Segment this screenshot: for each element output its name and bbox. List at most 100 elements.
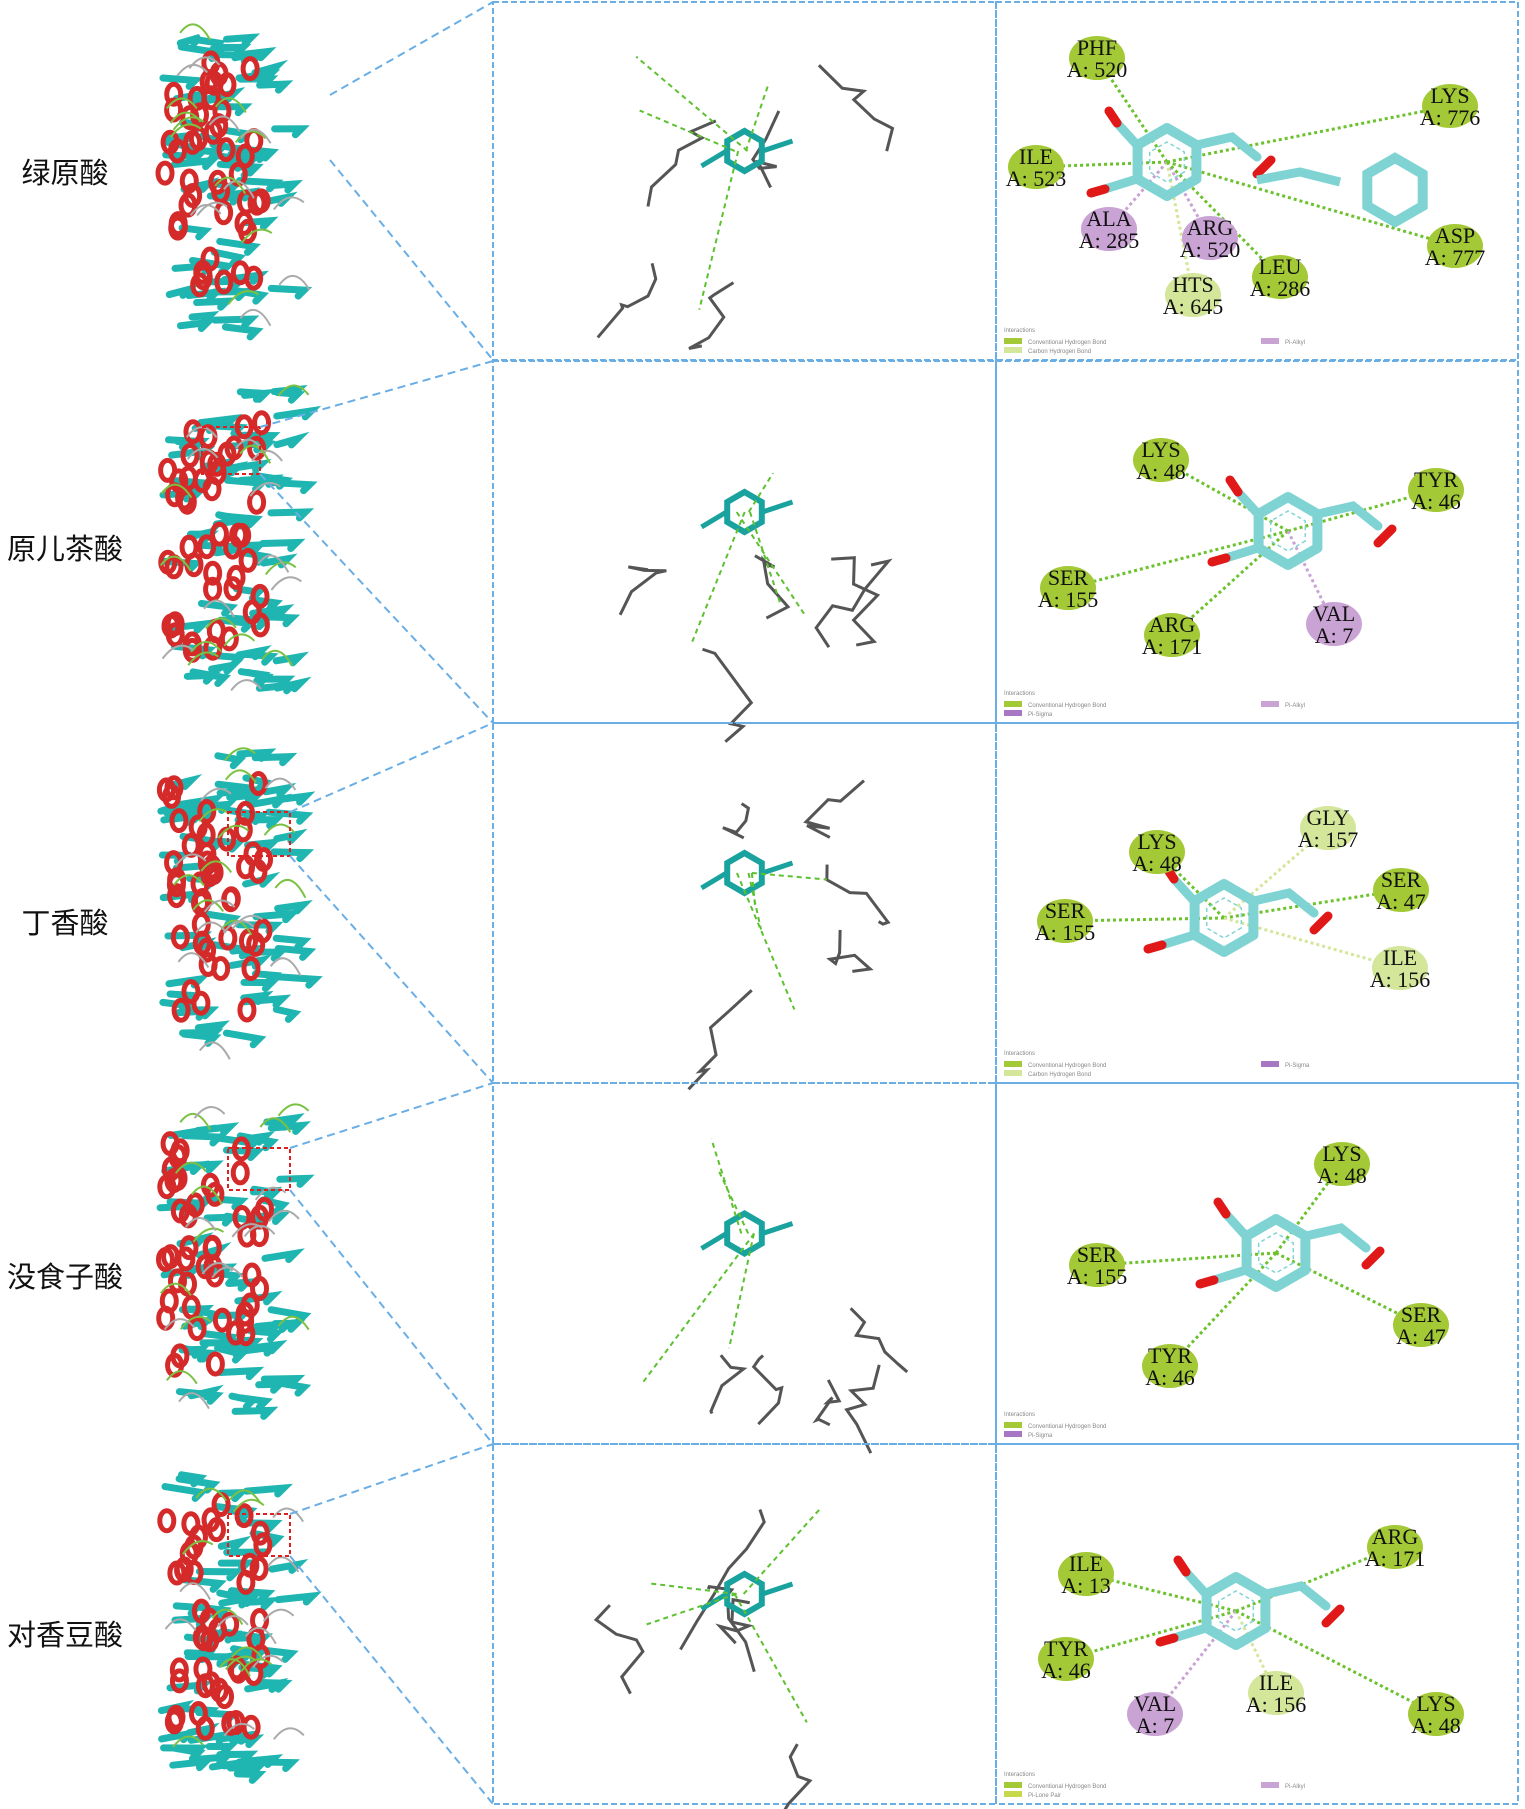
coil bbox=[179, 1315, 212, 1330]
beta-sheet bbox=[176, 1232, 214, 1248]
residue-ellipse bbox=[1165, 273, 1221, 317]
zoom-connector-line bbox=[289, 722, 494, 813]
residue-ellipse bbox=[1182, 216, 1238, 260]
residue-chain-number: A: 520 bbox=[1067, 57, 1128, 82]
beta-sheet bbox=[171, 1744, 206, 1762]
coil bbox=[227, 290, 259, 305]
alpha-helix bbox=[230, 1160, 250, 1186]
alpha-helix bbox=[155, 1246, 175, 1272]
residue-chain-number: A: 157 bbox=[1298, 827, 1359, 852]
alpha-helix bbox=[250, 1275, 270, 1301]
coil bbox=[166, 1370, 198, 1385]
beta-sheet bbox=[242, 216, 279, 231]
alpha-helix bbox=[248, 771, 268, 797]
coil bbox=[174, 1161, 207, 1174]
coil bbox=[177, 952, 210, 969]
coil bbox=[179, 1582, 211, 1600]
interaction-2d-panel bbox=[995, 1443, 1519, 1805]
alpha-helix bbox=[214, 200, 234, 226]
beta-sheet bbox=[235, 645, 272, 661]
residue-chain-number: A: 48 bbox=[1136, 459, 1186, 484]
beta-sheet bbox=[274, 900, 313, 915]
beta-sheet bbox=[216, 1750, 259, 1764]
legend-title: Interactions bbox=[1004, 1051, 1035, 1057]
coil bbox=[182, 1540, 214, 1555]
beta-sheet bbox=[270, 1378, 312, 1397]
residue-chain-number: A: 47 bbox=[1396, 1324, 1446, 1349]
residue-stick bbox=[803, 779, 865, 839]
beta-sheet bbox=[271, 179, 303, 194]
residue-name: TYR bbox=[1414, 467, 1458, 492]
zoom-connector-line bbox=[329, 159, 494, 361]
coil bbox=[172, 116, 205, 131]
residue-chain-number: A: 156 bbox=[1370, 967, 1431, 992]
coil bbox=[195, 921, 227, 934]
coil bbox=[195, 1487, 227, 1502]
beta-sheet bbox=[196, 36, 227, 53]
binding-site-box bbox=[227, 1513, 291, 1557]
beta-sheet bbox=[244, 668, 274, 686]
alpha-helix bbox=[188, 814, 208, 840]
zoom-connector-line bbox=[289, 1555, 494, 1805]
beta-sheet bbox=[179, 1028, 224, 1042]
coil bbox=[277, 1103, 310, 1117]
beta-sheet bbox=[161, 1483, 209, 1502]
interaction-line bbox=[1067, 529, 1289, 590]
beta-sheet bbox=[273, 389, 306, 404]
coil bbox=[230, 679, 262, 692]
legend-swatch bbox=[1004, 1431, 1022, 1437]
coil bbox=[259, 1117, 292, 1133]
alpha-helix bbox=[167, 867, 187, 893]
alpha-helix bbox=[233, 817, 253, 843]
residue-stick bbox=[687, 989, 753, 1091]
alpha-helix bbox=[250, 1607, 270, 1633]
aromatic-ring bbox=[1205, 897, 1243, 939]
binding-site-3d bbox=[687, 779, 891, 1091]
residue-name: LEU bbox=[1259, 254, 1302, 279]
alpha-helix bbox=[240, 56, 260, 82]
legend-label: Conventional Hydrogen Bond bbox=[1028, 1063, 1106, 1069]
alpha-helix bbox=[205, 1351, 225, 1377]
beta-sheet bbox=[162, 151, 206, 167]
residue-chain-number: A: 46 bbox=[1145, 1365, 1195, 1390]
compound-label-syringic-acid: 丁香酸 bbox=[21, 906, 109, 940]
beta-sheet bbox=[272, 1005, 302, 1023]
residue-stick bbox=[826, 929, 874, 973]
alpha-helix bbox=[234, 1503, 254, 1529]
ligand-bond bbox=[1100, 118, 1262, 194]
coil bbox=[262, 1608, 295, 1622]
legend-label: Conventional Hydrogen Bond bbox=[1028, 340, 1106, 346]
residue-name: HTS bbox=[1172, 272, 1214, 297]
coil bbox=[217, 824, 250, 839]
beta-sheet bbox=[249, 604, 295, 619]
coil bbox=[214, 176, 247, 195]
residue-ellipse bbox=[1408, 1692, 1464, 1736]
legend-title: Interactions bbox=[1004, 1772, 1035, 1778]
alpha-helix bbox=[157, 1508, 177, 1534]
coil bbox=[187, 651, 219, 666]
residue-ellipse bbox=[1040, 566, 1096, 610]
interaction-line bbox=[1165, 161, 1195, 296]
coil bbox=[223, 180, 255, 199]
beta-sheet bbox=[208, 659, 244, 675]
coil bbox=[191, 1185, 223, 1205]
alpha-helix bbox=[162, 783, 182, 809]
coil bbox=[192, 1227, 225, 1243]
alpha-helix bbox=[160, 1131, 180, 1157]
alpha-helix bbox=[238, 547, 258, 573]
beta-sheet bbox=[197, 414, 243, 429]
beta-sheet bbox=[272, 791, 316, 806]
legend-swatch bbox=[1261, 1782, 1279, 1788]
coil bbox=[161, 644, 194, 660]
ligand-bond bbox=[1221, 487, 1383, 563]
coil bbox=[179, 23, 211, 41]
